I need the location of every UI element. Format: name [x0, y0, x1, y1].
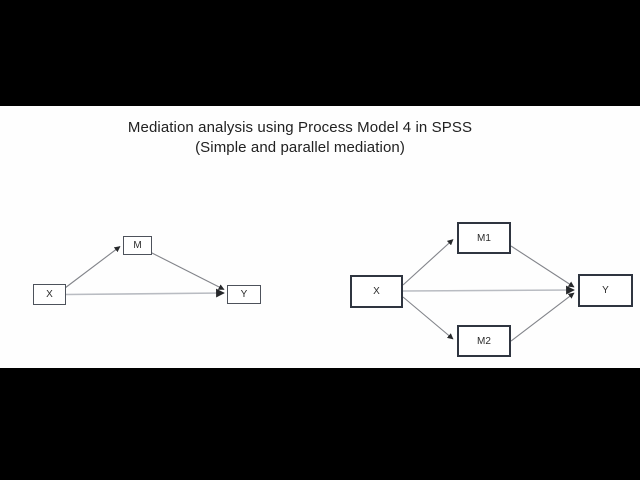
node-x2-label: X — [373, 286, 380, 297]
node-m1-label: M1 — [477, 232, 491, 244]
node-m2-label: M2 — [477, 335, 491, 347]
node-y2-label: Y — [602, 285, 609, 296]
node-x2-box: X — [350, 275, 403, 308]
node-m-label: M — [133, 240, 142, 251]
letterbox-bottom — [0, 368, 640, 480]
node-m2-box: M2 — [457, 325, 511, 357]
node-m-box: M — [123, 236, 152, 255]
node-y2-box: Y — [578, 274, 633, 307]
node-x-box: X — [33, 284, 66, 305]
node-y-box: Y — [227, 285, 261, 304]
node-m1-box: M1 — [457, 222, 511, 254]
letterbox-top — [0, 0, 640, 106]
slide-title-line1: Mediation analysis using Process Model 4… — [127, 119, 473, 136]
node-x-label: X — [46, 289, 53, 300]
slide-title-line2: (Simple and parallel mediation) — [195, 139, 405, 156]
node-y-label: Y — [240, 289, 248, 300]
slide-title: Mediation analysis using Process Model 4… — [0, 118, 600, 158]
